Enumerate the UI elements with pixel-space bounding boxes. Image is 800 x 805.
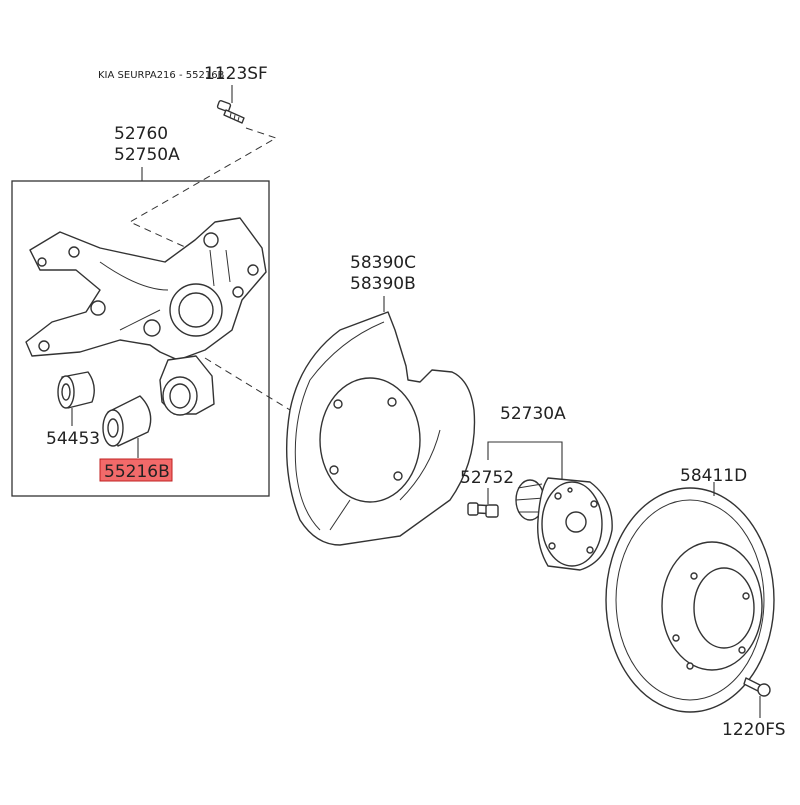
header-text: KIA SEURPA216 - 55216B xyxy=(98,70,225,81)
label-58411d[interactable]: 58411D xyxy=(680,466,747,486)
hub-bracket xyxy=(487,441,563,484)
bolt-52752[interactable] xyxy=(467,488,499,518)
screw-1220fs[interactable] xyxy=(743,677,771,718)
bushing-54453[interactable] xyxy=(57,371,95,426)
label-52752[interactable]: 52752 xyxy=(460,468,514,488)
label-52730a[interactable]: 52730A xyxy=(500,404,566,424)
label-55216b[interactable]: 55216B xyxy=(104,462,170,482)
bolt-connection-line xyxy=(128,127,278,253)
bushing-55216b[interactable] xyxy=(102,395,152,458)
label-1220fs[interactable]: 1220FS xyxy=(722,720,786,740)
highlight-box-55216b xyxy=(99,458,173,482)
hub-connection-line xyxy=(204,357,291,411)
label-54453[interactable]: 54453 xyxy=(46,429,100,449)
dust-cover-58390c[interactable] xyxy=(285,296,476,546)
bolt-1123sf[interactable] xyxy=(216,85,245,124)
hub-52730a[interactable] xyxy=(515,477,613,571)
label-58390b[interactable]: 58390B xyxy=(350,274,416,294)
label-52760[interactable]: 52760 xyxy=(114,124,168,144)
knuckle-group-box xyxy=(11,180,270,497)
label-52750a[interactable]: 52750A xyxy=(114,145,180,165)
label-1123sf[interactable]: 1123SF xyxy=(204,64,268,84)
disc-58411d[interactable] xyxy=(605,482,775,713)
label-58390c[interactable]: 58390C xyxy=(350,253,416,273)
knuckle-52760[interactable] xyxy=(25,217,267,416)
